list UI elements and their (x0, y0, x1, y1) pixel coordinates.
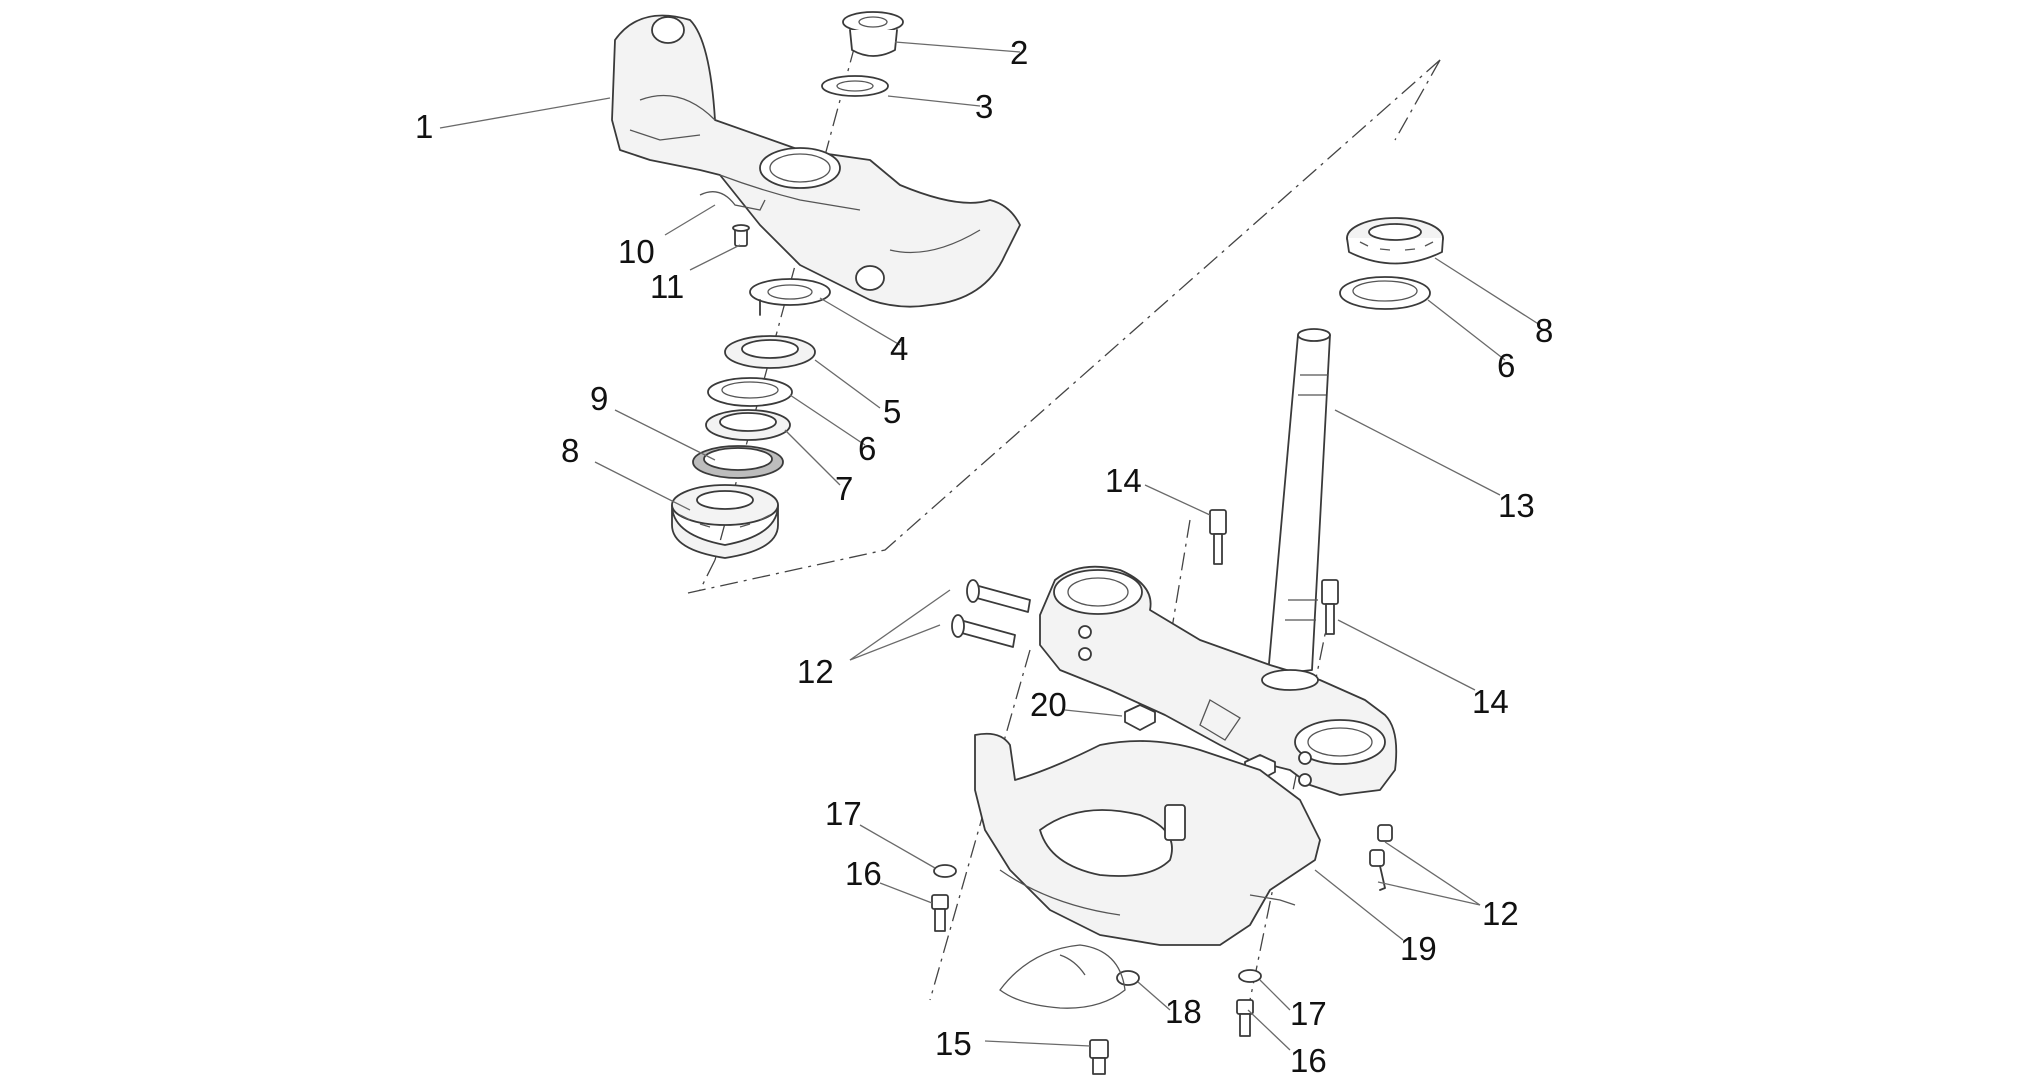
bearing-lower (671, 484, 779, 559)
callout-16-right: 16 (1290, 1042, 1327, 1079)
callout-12-left: 12 (797, 653, 834, 690)
callout-6-left: 6 (858, 430, 876, 467)
callout-1: 1 (415, 108, 433, 145)
callout-17-left: 17 (825, 795, 862, 832)
callout-9: 9 (590, 380, 608, 417)
callout-6-right: 6 (1497, 347, 1515, 384)
callout-17-right: 17 (1290, 995, 1327, 1032)
ring-7 (705, 409, 791, 441)
bolt-14-left (1209, 509, 1227, 565)
grommet-18 (999, 944, 1140, 1009)
washer-17-left (933, 864, 957, 878)
lower-triple-clamp (1039, 565, 1398, 796)
bolt-14-right (1321, 579, 1339, 635)
ring-nut (724, 335, 816, 369)
nut-20 (1124, 704, 1156, 731)
washer-left (707, 377, 793, 407)
callout-12-right: 12 (1482, 895, 1519, 932)
tab-washer (749, 278, 831, 316)
small-screw (732, 224, 750, 247)
washer-17-right (1238, 969, 1262, 983)
steering-stem (1267, 328, 1331, 676)
callout-19: 19 (1400, 930, 1437, 967)
support-bracket (974, 732, 1321, 946)
callout-14-left: 14 (1105, 462, 1142, 499)
leader-lines (439, 41, 1541, 1051)
callout-8-right: 8 (1535, 312, 1553, 349)
callout-18: 18 (1165, 993, 1202, 1030)
callout-13: 13 (1498, 487, 1535, 524)
callout-15: 15 (935, 1025, 972, 1062)
screw-16-left (931, 894, 949, 932)
top-nut (842, 11, 904, 57)
callout-11: 11 (650, 268, 684, 305)
bearing-upper (1346, 217, 1444, 265)
wire-clip (699, 191, 766, 211)
screw-16-right (1236, 999, 1254, 1037)
washer-top (821, 75, 889, 97)
callout-10: 10 (618, 233, 655, 270)
callout-20: 20 (1030, 686, 1067, 723)
washer-right (1339, 276, 1431, 310)
callout-2: 2 (1010, 34, 1028, 71)
bolt-15 (1089, 1039, 1109, 1075)
callout-16-left: 16 (845, 855, 882, 892)
dust-seal (692, 445, 784, 479)
bolts-12-left (951, 579, 1031, 648)
callout-labels: 1 2 3 4 5 6 6 7 8 8 9 10 11 12 12 13 14 … (415, 34, 1553, 1079)
callout-14-right: 14 (1472, 683, 1509, 720)
upper-triple-clamp (611, 14, 1021, 308)
callout-8-left: 8 (561, 432, 579, 469)
callout-4: 4 (890, 330, 908, 367)
callout-5: 5 (883, 393, 901, 430)
callout-3: 3 (975, 88, 993, 125)
bolts-12-right (1369, 824, 1393, 891)
callout-7: 7 (835, 470, 853, 507)
